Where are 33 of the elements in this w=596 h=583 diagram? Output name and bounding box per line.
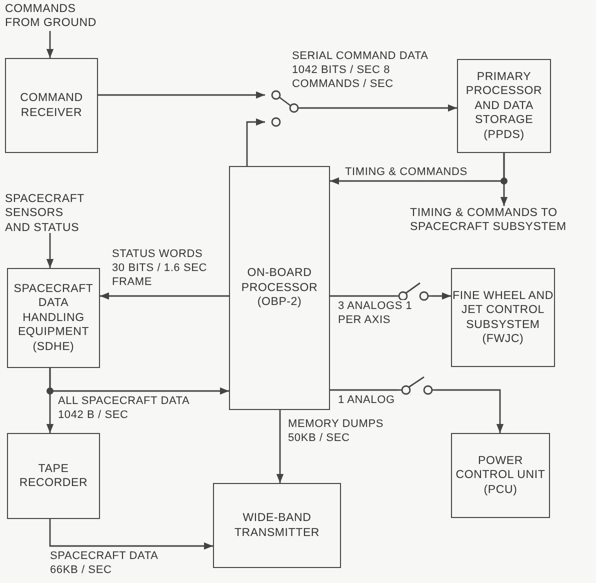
- block-box: [451, 433, 550, 518]
- block-box: [229, 166, 330, 410]
- arrow: [436, 389, 504, 433]
- block-box: [451, 268, 555, 367]
- arrow: [276, 410, 284, 483]
- block-label: COMMAND RECEIVER: [19, 91, 84, 120]
- block-label: FINE WHEEL AND JET CONTROL SUBSYSTEM (FWJC): [452, 288, 554, 346]
- block-box: [7, 268, 100, 368]
- arrow: [46, 368, 54, 433]
- arrow: [500, 153, 508, 206]
- block-box: [213, 483, 341, 568]
- switch-symbol: [398, 374, 436, 396]
- input-text: SPACECRAFT SENSORS AND STATUS: [5, 192, 86, 236]
- block-label: PRIMARY PROCESSOR AND DATA STORAGE (PPDS): [464, 70, 544, 142]
- block-label: TAPE RECORDER: [18, 462, 89, 490]
- block-box: [457, 59, 551, 153]
- switch-symbol: [395, 280, 432, 302]
- arrow: [300, 104, 457, 112]
- block-label: POWER CONTROL UNIT (PCU): [454, 454, 546, 498]
- block-box: [7, 433, 100, 519]
- output-text: TIMING & COMMANDS TO SPACECRAFT SUBSYSTEM: [410, 206, 568, 235]
- block-label: SPACECRAFT DATA HANDLING EQUIPMENT (SDHE): [12, 282, 94, 354]
- arrow: [432, 292, 451, 300]
- arrow: [46, 31, 54, 58]
- arrow: [98, 91, 265, 99]
- input-text: COMMANDS FROM GROUND: [5, 2, 97, 31]
- block-label: ON-BOARD PROCESSOR (OBP-2): [240, 266, 319, 310]
- block-box: [5, 58, 98, 153]
- arrow: [46, 233, 54, 268]
- arrow: [246, 118, 265, 166]
- arrow: [100, 292, 229, 300]
- arrow: [49, 519, 213, 550]
- block-label: WIDE-BAND TRANSMITTER: [233, 511, 321, 540]
